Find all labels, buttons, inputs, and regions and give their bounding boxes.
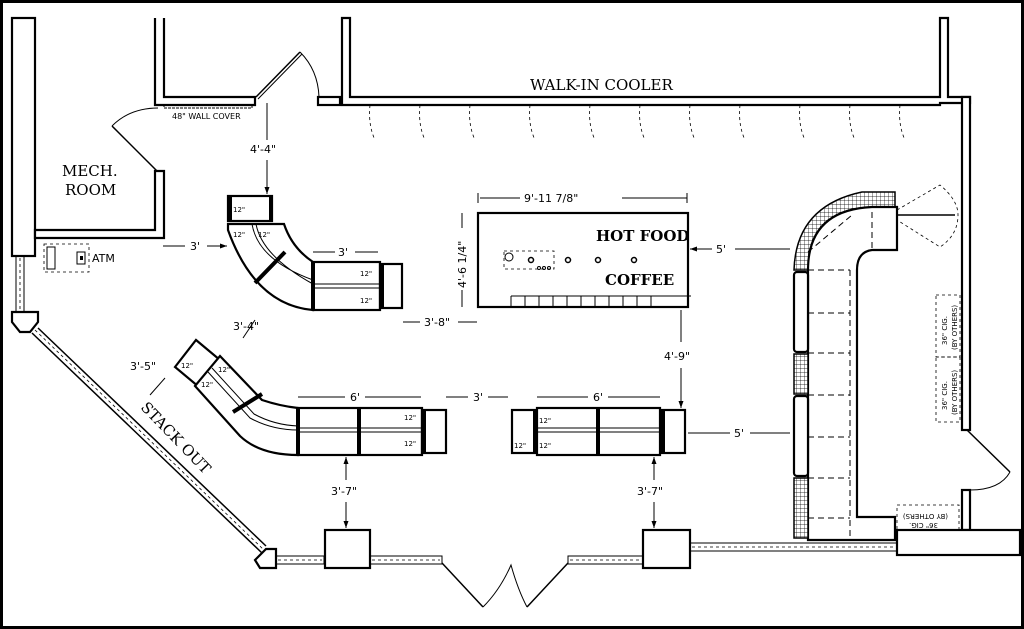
dim-label: 5'	[716, 243, 726, 256]
cig-label: 36" CIG.	[909, 521, 938, 529]
mech-room-label-2: ROOM	[65, 181, 116, 199]
dim-label: 3'	[190, 240, 200, 253]
left-wall	[10, 16, 40, 334]
checkout-counter: 36" CIG. (BY OTHERS) 36" CIG. (BY OTHERS…	[792, 184, 961, 542]
shelf-label: 12"	[181, 362, 193, 370]
cooler-entry-door[interactable]	[255, 51, 342, 107]
mech-room-label-1: MECH.	[62, 162, 118, 180]
shelf-depth-labels: 12" 12" 12" 12" 12" 12" 12" 12" 12" 12" …	[181, 206, 551, 450]
wall-cover	[163, 104, 253, 109]
mech-room-walls	[33, 18, 257, 240]
cig-label: 36" CIG.	[941, 316, 949, 345]
cigarette-display-2: 36" CIG. (BY OTHERS)	[935, 356, 961, 423]
cig-label: (BY OTHERS)	[951, 305, 959, 350]
dim-label: 4'-4"	[250, 143, 276, 156]
hot-food-coffee-counter: HOT FOOD COFFEE	[476, 211, 691, 309]
dimension-labels: 4'-4" 3' 3' 9'-11 7/8" 4'-6 1/4" 5' 3'-8…	[130, 143, 744, 498]
gondola-upper-left	[226, 194, 404, 312]
cig-label: (BY OTHERS)	[951, 370, 959, 415]
walk-in-cooler-wall: WALK-IN COOLER	[340, 16, 972, 141]
shelf-label: 12"	[514, 442, 526, 450]
wall-cover-label: 48" WALL COVER	[172, 112, 241, 121]
dim-label: 5'	[734, 427, 744, 440]
dim-label: 3'-4"	[233, 320, 259, 333]
cigarette-display-1: 36" CIG. (BY OTHERS)	[935, 294, 961, 358]
dim-label: 6'	[593, 391, 603, 404]
shelf-label: 12"	[201, 381, 213, 389]
shelf-label: 12"	[404, 440, 416, 448]
dim-label: 3'-7"	[637, 485, 663, 498]
cig-label: 36" CIG.	[941, 381, 949, 410]
gondola-lower-right	[510, 406, 687, 457]
mech-door-leaf[interactable]	[111, 125, 158, 172]
stack-out-label: STACK OUT	[137, 398, 214, 477]
cooler-doors[interactable]	[369, 104, 906, 141]
cigarette-display-3: (BY OTHERS) 36" CIG.	[896, 504, 960, 531]
dim-label: 9'-11 7/8"	[524, 192, 578, 205]
dim-label: 4'-6 1/4"	[456, 241, 469, 288]
dimension-lines	[149, 103, 790, 528]
shelf-label: 12"	[258, 231, 270, 239]
shelf-label: 12"	[404, 414, 416, 422]
shelf-label: 12"	[218, 366, 230, 374]
dim-label: 6'	[350, 391, 360, 404]
dim-label: 3'-5"	[130, 360, 156, 373]
cig-label: (BY OTHERS)	[903, 512, 948, 520]
entry-door-left[interactable]	[441, 562, 484, 608]
walk-in-cooler-label: WALK-IN COOLER	[530, 76, 673, 94]
shelf-label: 12"	[233, 231, 245, 239]
column	[641, 528, 692, 570]
entry-door-right[interactable]	[526, 562, 569, 608]
gondola-lower-left	[173, 338, 448, 457]
dim-label: 3'	[473, 391, 483, 404]
side-door-leaf[interactable]	[966, 429, 1011, 473]
shelf-label: 12"	[539, 417, 551, 425]
dim-label: 3'-7"	[331, 485, 357, 498]
atm-label: ATM	[92, 252, 115, 265]
atm[interactable]: ATM	[43, 243, 115, 273]
shelf-label: 12"	[233, 206, 245, 214]
dim-label: 3'	[338, 246, 348, 259]
shelf-label: 12"	[360, 270, 372, 278]
shelf-label: 12"	[360, 297, 372, 305]
dim-label: 3'-8"	[424, 316, 450, 329]
coffee-label: COFFEE	[605, 271, 674, 289]
front-wall	[275, 528, 898, 608]
column	[323, 528, 372, 570]
dim-label: 4'-9"	[664, 350, 690, 363]
shelf-label: 12"	[539, 442, 551, 450]
hot-food-label: HOT FOOD	[596, 227, 689, 245]
